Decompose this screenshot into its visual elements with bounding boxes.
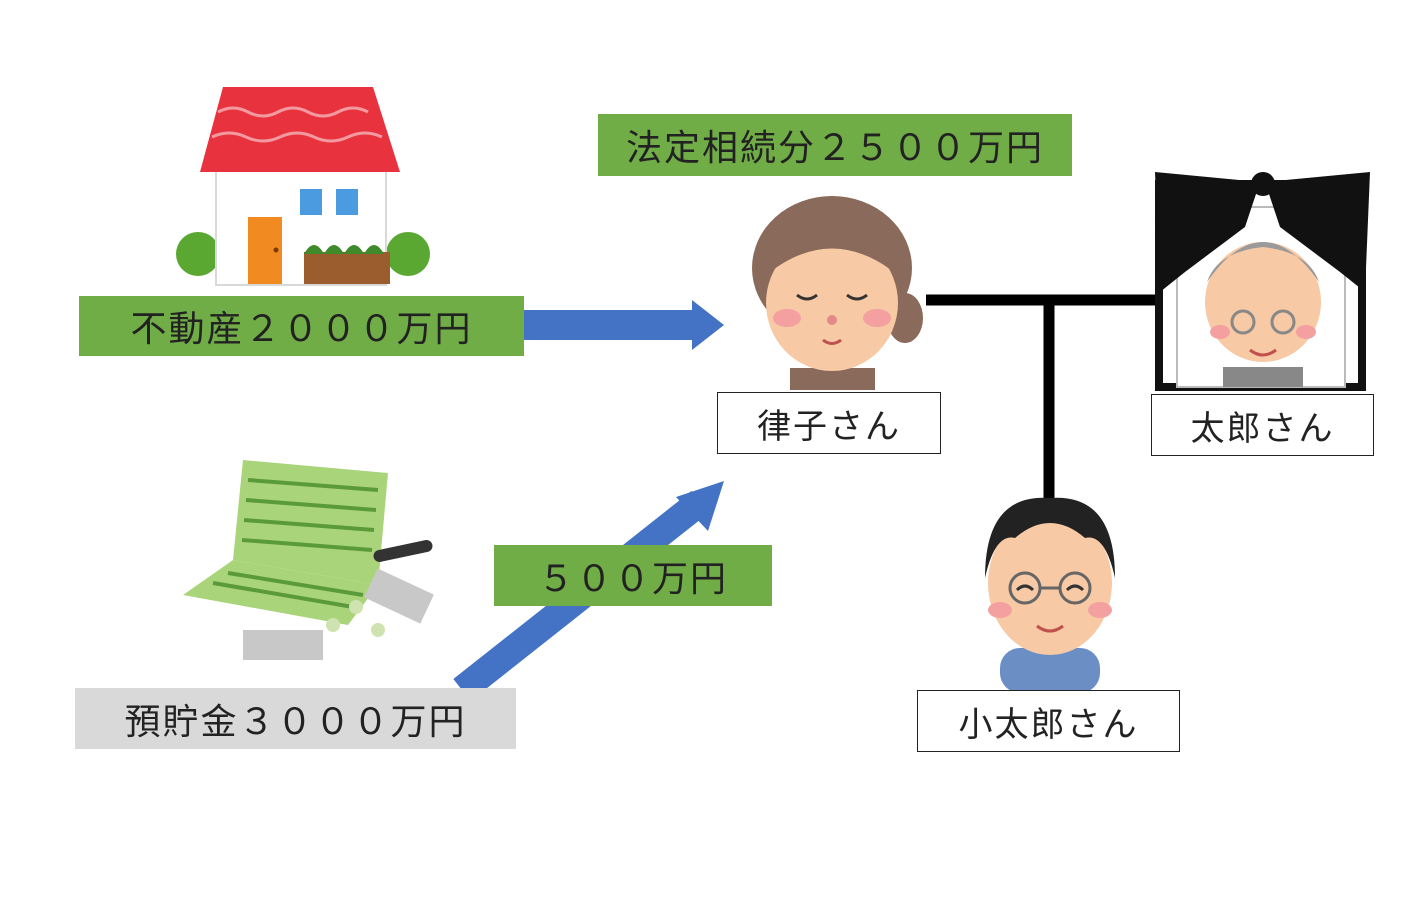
son-with-glasses-icon [985, 497, 1115, 693]
legal-share-label: 法定相続分２５００万円 [598, 114, 1072, 176]
transfer-500-label: ５００万円 [494, 545, 772, 606]
deceased-grandfather-portrait-icon [1155, 172, 1370, 391]
ritsuko-name-label: 律子さん [717, 392, 941, 454]
grandmother-icon [752, 196, 923, 390]
real-estate-label: 不動産２０００万円 [79, 296, 524, 356]
taro-name-label: 太郎さん [1151, 394, 1374, 456]
house-icon [176, 87, 430, 286]
kotaro-name-label: 小太郎さん [917, 690, 1180, 752]
bankbook-icon [183, 460, 434, 660]
real-estate-arrow [524, 300, 724, 350]
deposits-label: 預貯金３０００万円 [75, 688, 516, 749]
